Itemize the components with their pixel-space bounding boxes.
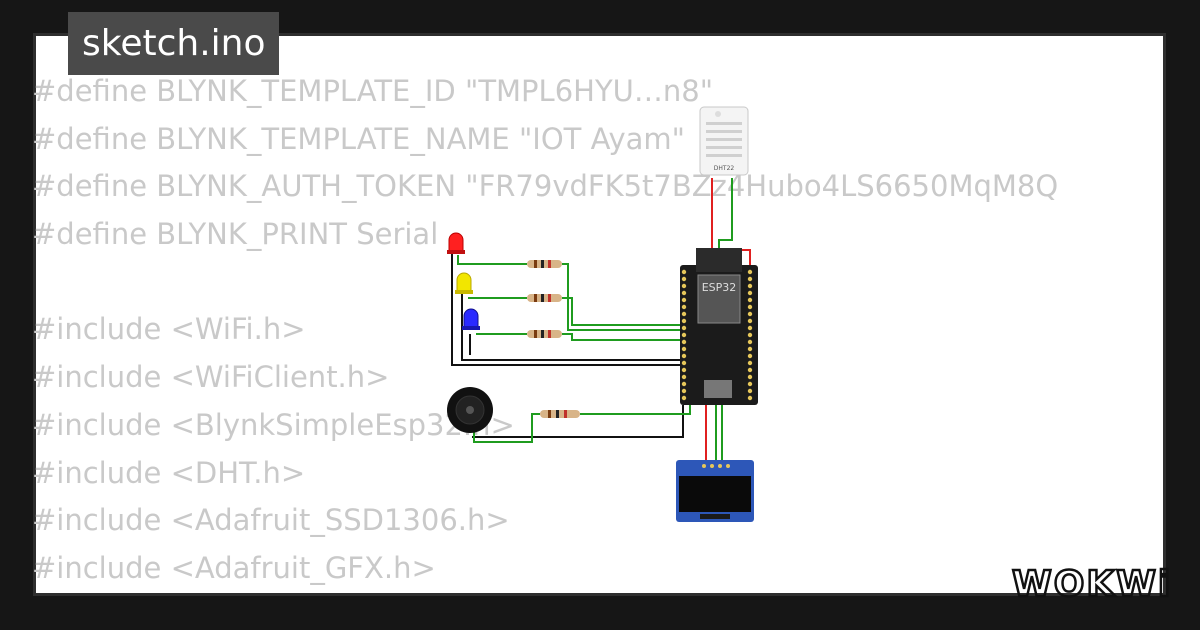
esp32-pin <box>681 388 687 394</box>
signal-wires <box>457 178 733 462</box>
ground-wires <box>451 250 684 438</box>
code-line: #define BLYNK_TEMPLATE_NAME "IOT Ayam" <box>32 121 686 156</box>
esp32-pin <box>747 304 753 310</box>
led-red[interactable] <box>447 232 465 254</box>
esp32-pin <box>681 367 687 373</box>
oled-display[interactable] <box>676 460 754 522</box>
esp32-pin <box>681 381 687 387</box>
dht22-sensor[interactable]: DHT22 <box>699 106 749 176</box>
code-preview: #define BLYNK_TEMPLATE_ID "TMPL6HYU…n8" #… <box>32 68 1058 593</box>
esp32-pin <box>747 395 753 401</box>
esp32-pin <box>681 374 687 380</box>
esp32-pin <box>747 381 753 387</box>
led-yellow[interactable] <box>455 272 473 294</box>
esp32-label: ESP32 <box>702 281 737 294</box>
preview-card <box>33 33 1166 596</box>
esp32-pin <box>747 346 753 352</box>
esp32-pin <box>681 325 687 331</box>
buzzer[interactable] <box>447 387 493 433</box>
resistor-4 <box>540 410 580 418</box>
esp32-pin <box>747 276 753 282</box>
code-line: #include <DHT.h> <box>32 455 306 490</box>
esp32-pin <box>681 339 687 345</box>
esp32-pin <box>681 283 687 289</box>
esp32-pin <box>681 332 687 338</box>
esp32-pin <box>681 346 687 352</box>
esp32-pins-right <box>747 269 753 401</box>
code-line: #include <Adafruit_SSD1306.h> <box>32 503 510 538</box>
code-line: #include <WiFiClient.h> <box>32 360 390 395</box>
code-line: #define BLYNK_AUTH_TOKEN "FR79vdFK5t7BZz… <box>32 169 1059 204</box>
esp32-pin <box>681 353 687 359</box>
esp32-pin <box>747 269 753 275</box>
esp32-pin <box>681 290 687 296</box>
esp32-pin <box>747 353 753 359</box>
code-line: #define BLYNK_TEMPLATE_ID "TMPL6HYU…n8" <box>32 74 714 108</box>
resistor-1 <box>527 260 562 268</box>
resistor-3 <box>527 330 562 338</box>
esp32-pin <box>747 283 753 289</box>
esp32-pin <box>747 367 753 373</box>
esp32-board[interactable]: ESP32 <box>680 248 758 405</box>
esp32-pin <box>747 339 753 345</box>
esp32-pins-left <box>681 269 687 401</box>
esp32-pin <box>747 360 753 366</box>
esp32-pin <box>681 269 687 275</box>
esp32-pin <box>747 374 753 380</box>
file-tab[interactable]: sketch.ino <box>68 12 280 75</box>
esp32-pin <box>747 388 753 394</box>
esp32-pin <box>747 332 753 338</box>
wokwi-logo-text: WOKWi <box>1012 564 1172 605</box>
esp32-pin <box>681 311 687 317</box>
esp32-pin <box>681 318 687 324</box>
resistor-2 <box>527 294 562 302</box>
code-line: #include <Adafruit_GFX.h> <box>32 550 436 585</box>
led-blue[interactable] <box>462 308 480 330</box>
esp32-pin <box>747 290 753 296</box>
esp32-pin <box>747 311 753 317</box>
esp32-pin <box>681 395 687 401</box>
code-line: #include <WiFi.h> <box>32 312 306 347</box>
esp32-pin <box>747 297 753 303</box>
wokwi-logo: WOKWi <box>1011 563 1172 606</box>
dht22-label: DHT22 <box>714 165 735 172</box>
esp32-pin <box>681 297 687 303</box>
code-line: #define BLYNK_PRINT Serial <box>32 217 439 252</box>
esp32-pin <box>747 318 753 324</box>
esp32-pin <box>747 325 753 331</box>
esp32-pin <box>681 276 687 282</box>
esp32-pin <box>681 304 687 310</box>
esp32-pin <box>681 360 687 366</box>
